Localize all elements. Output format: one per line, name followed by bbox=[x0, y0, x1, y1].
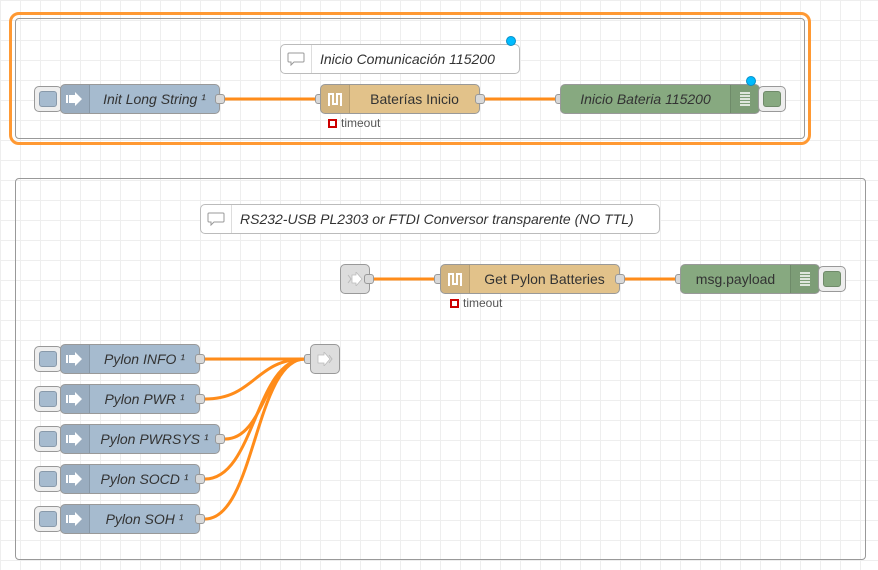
inject-node-pylon-soh[interactable]: Pylon SOH ¹ bbox=[60, 504, 200, 534]
inject-arrow-icon bbox=[61, 505, 90, 533]
output-port[interactable] bbox=[195, 394, 205, 404]
inject-arrow-icon bbox=[61, 345, 90, 373]
link-out-node[interactable] bbox=[310, 344, 340, 374]
changed-badge bbox=[746, 76, 756, 86]
node-label: Get Pylon Batteries bbox=[484, 271, 605, 287]
comment-node-init[interactable]: Inicio Comunicación 115200 bbox=[280, 44, 520, 74]
node-label: Inicio Bateria 115200 bbox=[580, 91, 711, 107]
group-rs232[interactable] bbox=[15, 178, 866, 560]
comment-text: RS232-USB PL2303 or FTDI Conversor trans… bbox=[240, 211, 634, 227]
group-init-communication[interactable] bbox=[9, 12, 811, 145]
status-error-icon bbox=[450, 298, 459, 308]
node-label: Pylon SOCD ¹ bbox=[100, 471, 189, 487]
node-label: Pylon SOH ¹ bbox=[105, 511, 184, 527]
inject-node-pylon-pwrsys[interactable]: Pylon PWRSYS ¹ bbox=[60, 424, 220, 454]
inject-arrow-icon bbox=[61, 465, 90, 493]
delay-timer-icon bbox=[321, 85, 350, 113]
debug-node-inicio-bateria[interactable]: Inicio Bateria 115200 bbox=[560, 84, 760, 114]
inject-trigger-button[interactable] bbox=[34, 426, 62, 452]
inject-trigger-button[interactable] bbox=[34, 506, 62, 532]
output-port[interactable] bbox=[364, 274, 374, 284]
status-error-icon bbox=[328, 118, 337, 128]
output-port[interactable] bbox=[215, 434, 225, 444]
link-out-icon bbox=[311, 345, 339, 373]
inject-trigger-button[interactable] bbox=[34, 466, 62, 492]
inject-trigger-button[interactable] bbox=[34, 86, 62, 112]
comment-bubble-icon bbox=[201, 205, 232, 233]
output-port[interactable] bbox=[615, 274, 625, 284]
inject-node-pylon-info[interactable]: Pylon INFO ¹ bbox=[60, 344, 200, 374]
output-port[interactable] bbox=[195, 474, 205, 484]
node-label: msg.payload bbox=[695, 271, 776, 287]
status-timeout: timeout bbox=[328, 116, 380, 130]
inject-trigger-button[interactable] bbox=[34, 386, 62, 412]
inject-arrow-icon bbox=[61, 385, 90, 413]
debug-toggle-button[interactable] bbox=[758, 86, 786, 112]
comment-bubble-icon bbox=[281, 45, 312, 73]
inject-node-init-long-string[interactable]: Init Long String ¹ bbox=[60, 84, 220, 114]
comment-node-rs232[interactable]: RS232-USB PL2303 or FTDI Conversor trans… bbox=[200, 204, 660, 234]
inject-node-pylon-pwr[interactable]: Pylon PWR ¹ bbox=[60, 384, 200, 414]
inject-node-pylon-socd[interactable]: Pylon SOCD ¹ bbox=[60, 464, 200, 494]
wire bbox=[204, 357, 306, 521]
inject-trigger-button[interactable] bbox=[34, 346, 62, 372]
output-port[interactable] bbox=[215, 94, 225, 104]
debug-list-icon bbox=[790, 265, 819, 293]
node-label: Pylon INFO ¹ bbox=[104, 351, 185, 367]
debug-list-icon bbox=[730, 85, 759, 113]
output-port[interactable] bbox=[195, 354, 205, 364]
output-port[interactable] bbox=[195, 514, 205, 524]
output-port[interactable] bbox=[475, 94, 485, 104]
node-label: Init Long String ¹ bbox=[103, 91, 206, 107]
wire bbox=[204, 357, 306, 401]
delay-node-get-pylon-batteries[interactable]: Get Pylon Batteries bbox=[440, 264, 620, 294]
inject-arrow-icon bbox=[61, 85, 90, 113]
link-in-icon bbox=[341, 265, 369, 293]
delay-timer-icon bbox=[441, 265, 470, 293]
node-label: Pylon PWRSYS ¹ bbox=[100, 431, 209, 447]
node-label: Pylon PWR ¹ bbox=[104, 391, 185, 407]
status-timeout: timeout bbox=[450, 296, 502, 310]
comment-text: Inicio Comunicación 115200 bbox=[320, 51, 495, 67]
debug-node-msg-payload[interactable]: msg.payload bbox=[680, 264, 820, 294]
changed-badge bbox=[506, 36, 516, 46]
inject-arrow-icon bbox=[61, 425, 90, 453]
delay-node-baterias-inicio[interactable]: Baterías Inicio bbox=[320, 84, 480, 114]
debug-toggle-button[interactable] bbox=[818, 266, 846, 292]
node-label: Baterías Inicio bbox=[370, 91, 459, 107]
